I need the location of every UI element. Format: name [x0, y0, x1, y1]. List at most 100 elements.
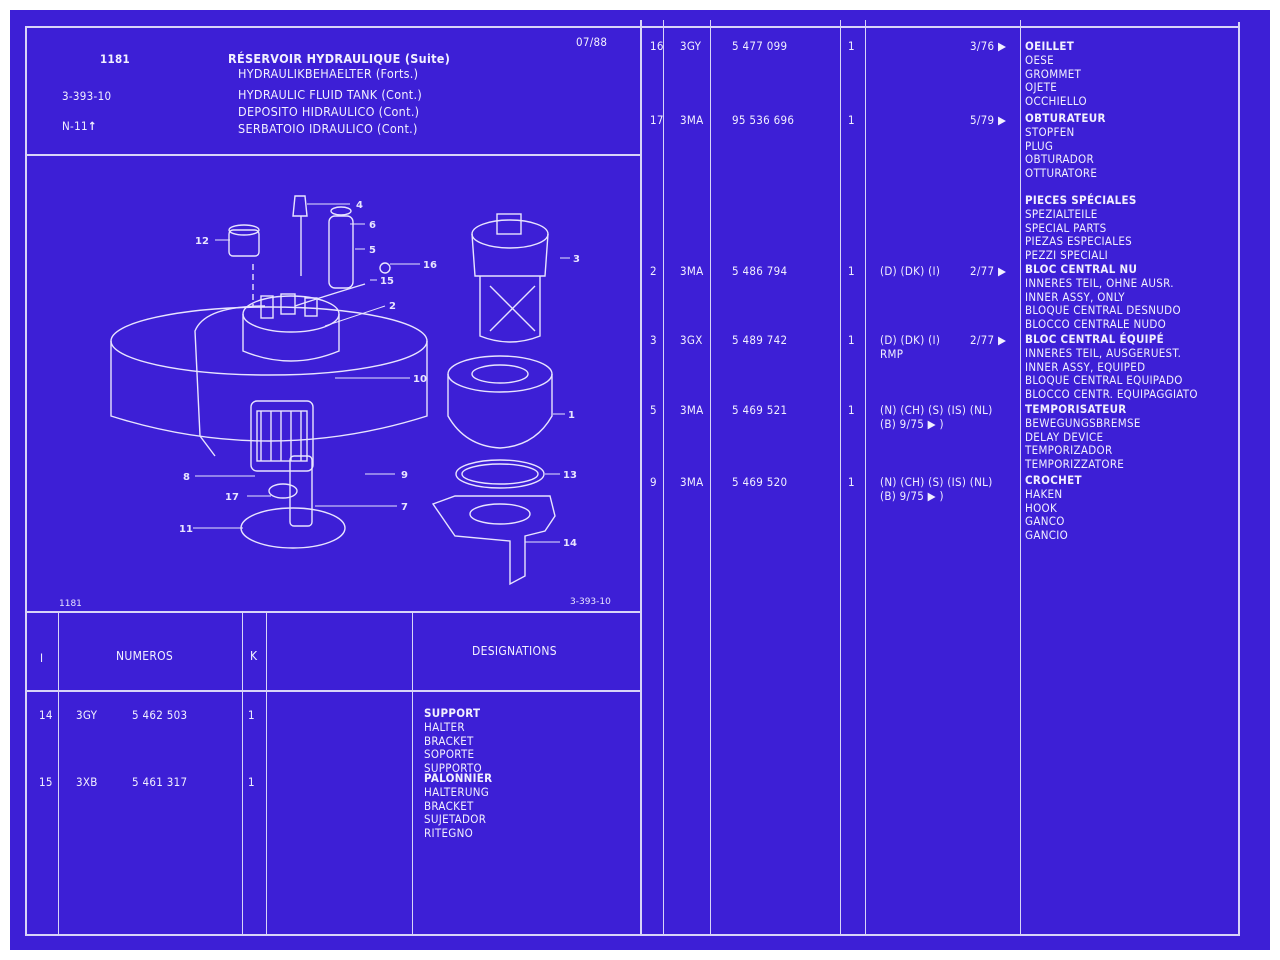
figure-divider: [25, 611, 640, 613]
designation-line: OESE: [1025, 52, 1054, 67]
row-variant: (B) 9/75 ▶ ): [880, 416, 944, 431]
designation-line: GROMMET: [1025, 66, 1082, 81]
callout-16: 16: [423, 260, 437, 271]
row-index: 3: [650, 333, 657, 347]
row-variant: (B) 9/75 ▶ ): [880, 488, 944, 503]
colhead-index: I: [40, 651, 44, 665]
designation-line: OJETE: [1025, 80, 1058, 95]
designation-line: PLUG: [1025, 138, 1054, 153]
frame-top: [25, 26, 1240, 28]
designation-line: SPECIAL PARTS: [1025, 220, 1107, 235]
title-de: HYDRAULIKBEHAELTER (Forts.): [238, 66, 419, 81]
designation-line: STOPFEN: [1025, 124, 1075, 139]
row-number: 5 489 742: [732, 333, 788, 347]
row-qty: 1: [848, 113, 855, 127]
col-line-1: [58, 613, 59, 936]
designation-line: HALTERUNG: [424, 784, 490, 799]
col-line-7: [840, 20, 841, 936]
callout-1: 1: [568, 410, 575, 421]
figure-code-right: 3-393-10: [570, 597, 611, 607]
row-index: 2: [650, 264, 657, 278]
designation-line: SOPORTE: [424, 747, 475, 762]
row-qty: 1: [848, 475, 855, 489]
page-note: N-11↑: [62, 119, 97, 133]
frame-right: [1238, 22, 1240, 936]
designation-line: INNER ASSY, EQUIPED: [1025, 359, 1146, 374]
row-index: 17: [650, 113, 664, 127]
designation-line: HOOK: [1025, 500, 1058, 515]
row-number: 5 477 099: [732, 39, 788, 53]
row-group: 3XB: [76, 775, 98, 789]
col-line-3: [266, 613, 267, 936]
designation-title: OEILLET: [1025, 39, 1075, 53]
parts-catalog-sheet: 1181 3-393-10 N-11↑ 07/88 RÉSERVOIR HYDR…: [10, 10, 1270, 950]
row-variant: (D) (DK) (I): [880, 333, 941, 347]
row-group: 3GY: [76, 708, 98, 722]
colhead-k: K: [250, 649, 258, 663]
designation-title: BLOC CENTRAL NU: [1025, 262, 1138, 276]
row-index: 15: [39, 775, 53, 789]
title-fr: RÉSERVOIR HYDRAULIQUE (Suite): [228, 51, 451, 66]
row-qty: 1: [848, 333, 855, 347]
row-number: 5 462 503: [132, 708, 188, 722]
center-divider: [640, 20, 642, 936]
callout-15: 15: [380, 276, 394, 287]
designation-line: BEWEGUNGSBREMSE: [1025, 415, 1141, 430]
row-number: 95 536 696: [732, 113, 795, 127]
row-date: 5/79 ▶: [970, 113, 1007, 127]
callout-12: 12: [195, 236, 209, 247]
row-date: 3/76 ▶: [970, 39, 1007, 53]
page-ref: 3-393-10: [62, 89, 112, 103]
designation-line: GANCIO: [1025, 528, 1069, 543]
frame-bottom: [25, 934, 1240, 936]
row-variant: (D) (DK) (I): [880, 264, 941, 278]
row-group: 3GY: [680, 39, 702, 53]
col-line-2: [242, 613, 243, 936]
row-qty: 1: [248, 708, 255, 722]
callout-10: 10: [413, 374, 427, 385]
arrow-up-icon: ↑: [87, 119, 97, 133]
row-qty: 1: [848, 264, 855, 278]
designation-line: OTTURATORE: [1025, 166, 1098, 181]
designation-line: DELAY DEVICE: [1025, 429, 1104, 444]
designation-line: PEZZI SPECIALI: [1025, 248, 1108, 263]
row-group: 3MA: [680, 403, 704, 417]
callout-8: 8: [183, 472, 190, 483]
callout-4: 4: [356, 200, 363, 211]
designation-line: INNERES TEIL, OHNE AUSR.: [1025, 275, 1174, 290]
row-designation: PALONNIER HALTERUNG BRACKET SUJETADOR RI…: [424, 771, 492, 841]
callout-5: 5: [369, 245, 376, 256]
designation-line: TEMPORIZZATORE: [1025, 457, 1125, 472]
title-it: SERBATOIO IDRAULICO (Cont.): [238, 121, 418, 136]
designation-line: RITEGNO: [424, 826, 474, 841]
page-date: 07/88: [576, 35, 608, 49]
col-line-6: [710, 20, 711, 936]
row-date: 2/77 ▶: [970, 333, 1007, 347]
row-index: 16: [650, 39, 664, 53]
title-en: HYDRAULIC FLUID TANK (Cont.): [238, 87, 423, 102]
frame-left: [25, 26, 27, 936]
colhead-numeros: NUMEROS: [116, 649, 174, 663]
figure-code-left: 1181: [59, 599, 82, 609]
designation-line: HAKEN: [1025, 486, 1063, 501]
row-group: 3MA: [680, 475, 704, 489]
designation-title: SUPPORT: [424, 706, 481, 720]
designation-line: INNER ASSY, ONLY: [1025, 289, 1125, 304]
designation-line: GANCO: [1025, 514, 1065, 529]
header-divider: [25, 154, 640, 156]
exploded-view-figure: 4 6 5 16 15 2 12 10 3 1 8 9 13 17 7 11 1…: [59, 195, 611, 609]
row-variant: RMP: [880, 346, 904, 361]
callout-11: 11: [179, 524, 193, 535]
designation-title: BLOC CENTRAL ÉQUIPÉ: [1025, 332, 1165, 346]
row-group: 3MA: [680, 113, 704, 127]
row-number: 5 469 521: [732, 403, 788, 417]
designation-line: OBTURADOR: [1025, 152, 1094, 167]
row-date: 2/77 ▶: [970, 264, 1007, 278]
colhead-divider: [25, 690, 640, 692]
callout-17: 17: [225, 492, 239, 503]
designation-line: BRACKET: [424, 733, 474, 748]
